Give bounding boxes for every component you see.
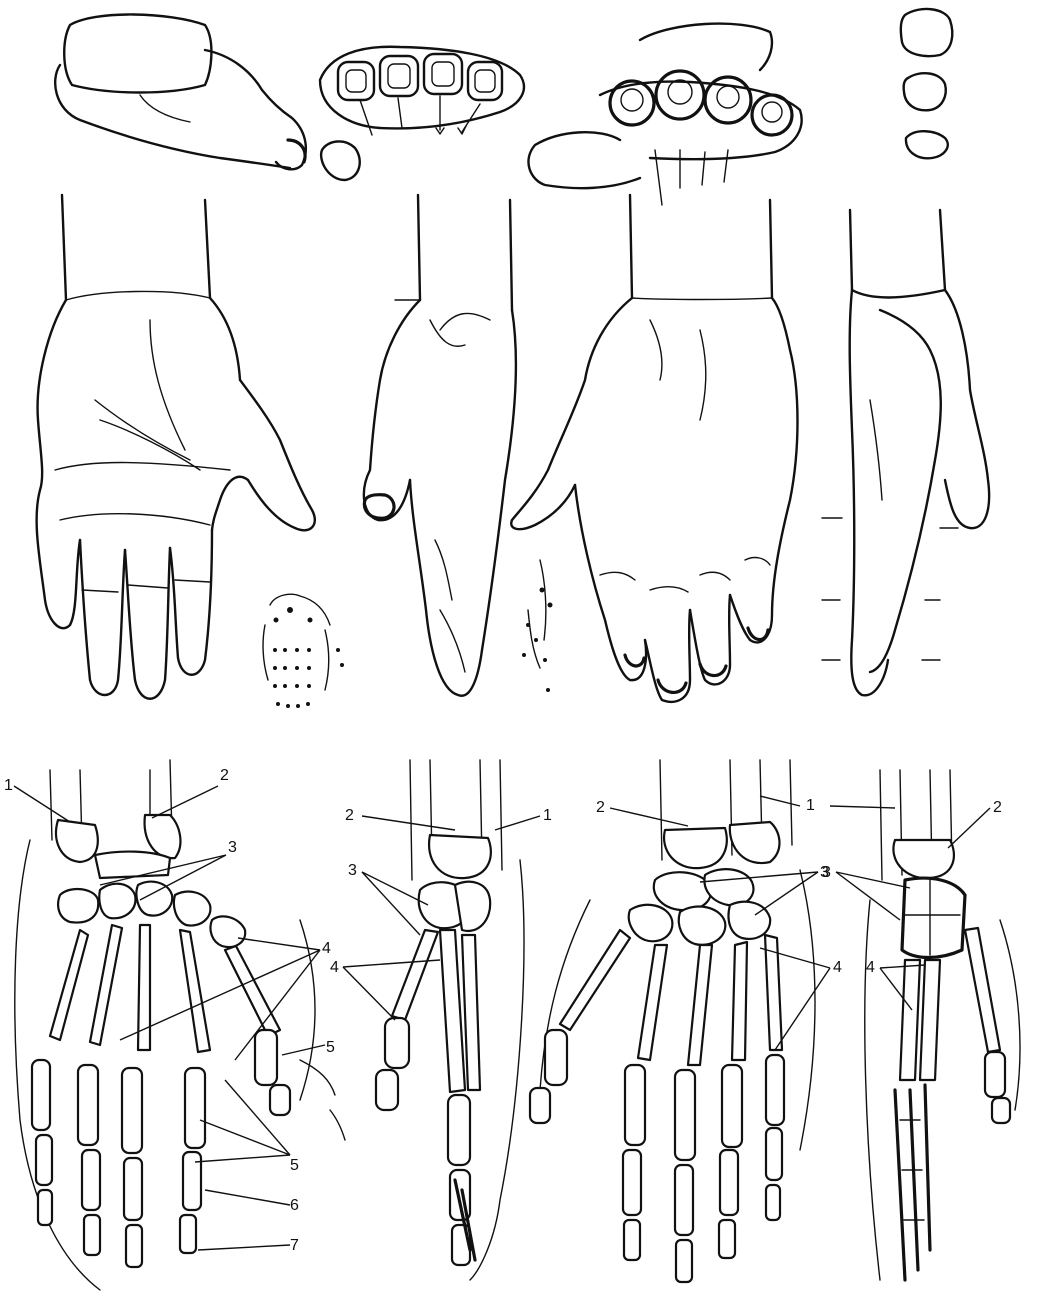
middle-row-external-views xyxy=(37,195,990,708)
callout-s1-5a: 5 xyxy=(326,1039,335,1056)
callout-s2-2: 2 xyxy=(345,807,354,824)
finger-profile-dots xyxy=(522,560,553,692)
callout-s1-5b: 5 xyxy=(290,1157,299,1174)
fist-end-view-left xyxy=(55,14,306,169)
callout-s3-2: 2 xyxy=(596,799,605,816)
surface-dots xyxy=(273,607,344,708)
callout-s1-4: 4 xyxy=(322,940,331,957)
callout-s2-1: 1 xyxy=(543,807,552,824)
callout-s1-1: 1 xyxy=(4,777,13,794)
callout-s4-4: 4 xyxy=(866,959,875,976)
callout-s4-2: 2 xyxy=(993,799,1002,816)
callout-s3-1: 1 xyxy=(806,797,815,814)
cross-section-shapes xyxy=(901,9,953,158)
callout-s1-2: 2 xyxy=(220,767,229,784)
ulnar-side-view xyxy=(822,210,989,695)
callout-s2-3: 3 xyxy=(348,862,357,879)
back-of-hand-view xyxy=(511,195,797,702)
skeleton-ulnar-view xyxy=(865,770,1020,1280)
callout-s1-6: 6 xyxy=(290,1197,299,1214)
skeleton-radial-view xyxy=(376,760,524,1280)
fist-front-view-right xyxy=(528,24,801,205)
callout-s4-3: 3 xyxy=(822,864,831,881)
top-row-end-views xyxy=(55,9,952,205)
knuckle-section-view xyxy=(320,47,524,180)
palm-view xyxy=(37,195,315,699)
callout-s1-7: 7 xyxy=(290,1237,299,1254)
callout-s3-4: 4 xyxy=(833,959,842,976)
callout-s1-3: 3 xyxy=(228,839,237,856)
thumb-side-view xyxy=(364,195,516,696)
skeleton-dorsal-view xyxy=(530,760,815,1282)
surface-dots-diagram xyxy=(263,594,344,708)
bottom-row-skeleton-views xyxy=(15,760,1020,1290)
callout-s2-4: 4 xyxy=(330,959,339,976)
